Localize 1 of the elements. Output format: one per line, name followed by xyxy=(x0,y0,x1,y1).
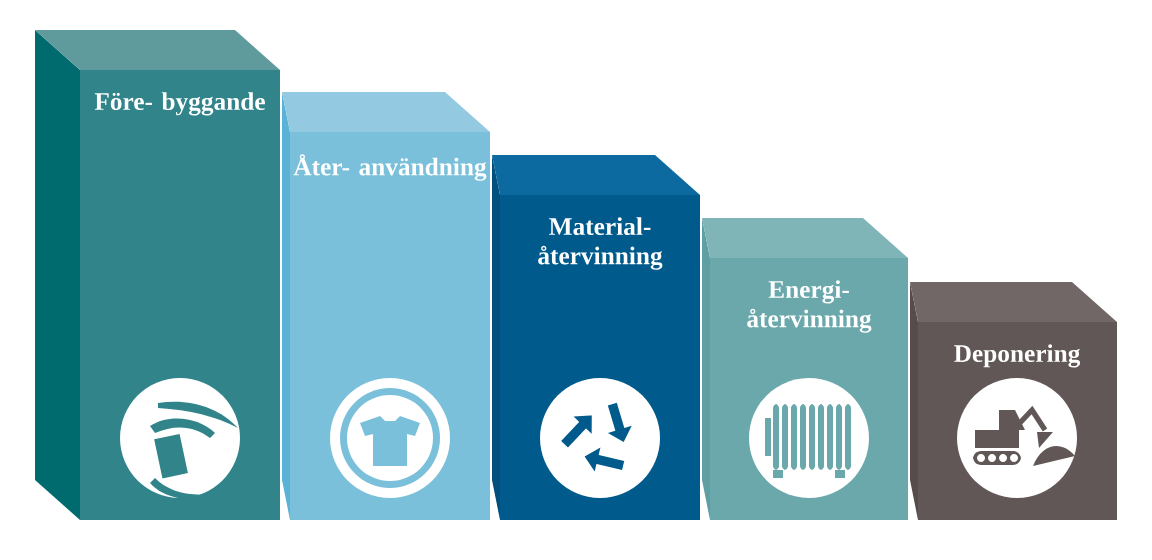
bar-block: Före- byggande xyxy=(35,30,280,520)
